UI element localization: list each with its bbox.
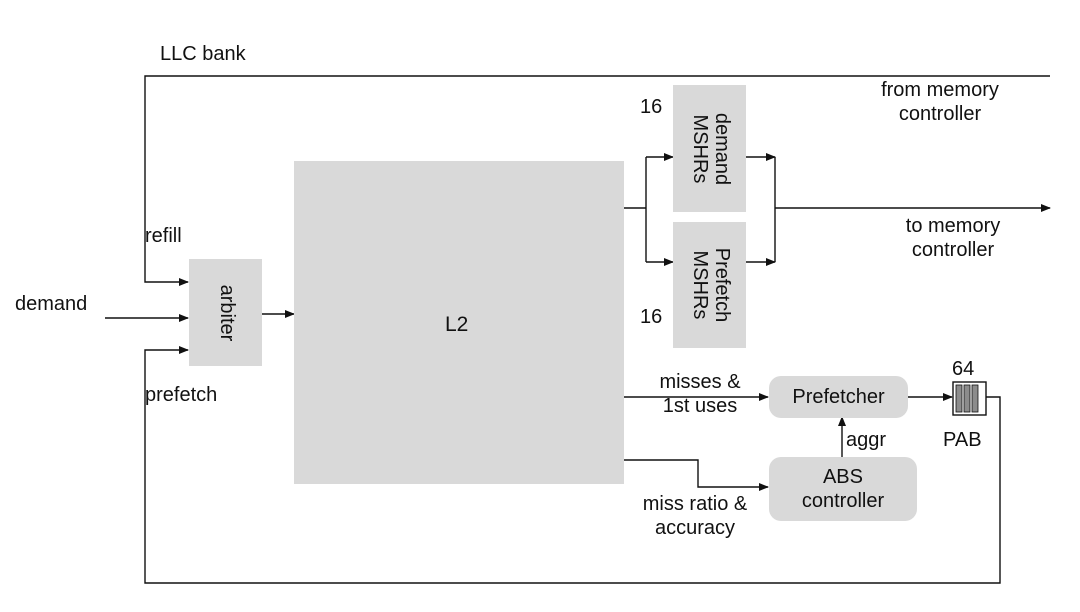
demand-label: demand <box>15 293 88 315</box>
prefetch-mshrs-block <box>673 222 746 348</box>
l2-to-mshr-split <box>624 157 647 262</box>
to-memory-label: to memory controller <box>905 215 1001 261</box>
arbiter-label: arbiter <box>216 284 238 342</box>
demand-mshrs-label: demand MSHRs <box>689 112 733 186</box>
arbiter-block <box>189 259 262 366</box>
pab-label: PAB <box>943 429 982 451</box>
prefetch-mshr-count: 16 <box>640 306 663 328</box>
prefetch-path <box>144 346 1001 584</box>
pab-buffer <box>952 381 987 416</box>
misses-label: misses & 1st uses <box>659 371 741 417</box>
refill-path <box>144 75 1050 286</box>
demand-mshrs-block <box>673 85 746 212</box>
abs-controller-block: ABS controller <box>769 457 917 521</box>
l2-cache-block <box>294 161 624 484</box>
prefetcher-block: Prefetcher <box>769 376 908 418</box>
pab-size-label: 64 <box>952 358 975 380</box>
llc-bank-label: LLC bank <box>160 43 246 65</box>
prefetch-mshrs-label: Prefetch MSHRs <box>689 247 733 323</box>
l2-label: L2 <box>445 313 469 336</box>
miss-ratio-label: miss ratio & accuracy <box>642 493 748 539</box>
aggr-label: aggr <box>846 429 887 451</box>
miss-ratio-arrow <box>624 459 769 491</box>
prefetch-label: prefetch <box>145 384 218 406</box>
refill-label: refill <box>145 225 182 247</box>
demand-mshr-count: 16 <box>640 96 663 118</box>
from-memory-label: from memory controller <box>881 79 999 125</box>
